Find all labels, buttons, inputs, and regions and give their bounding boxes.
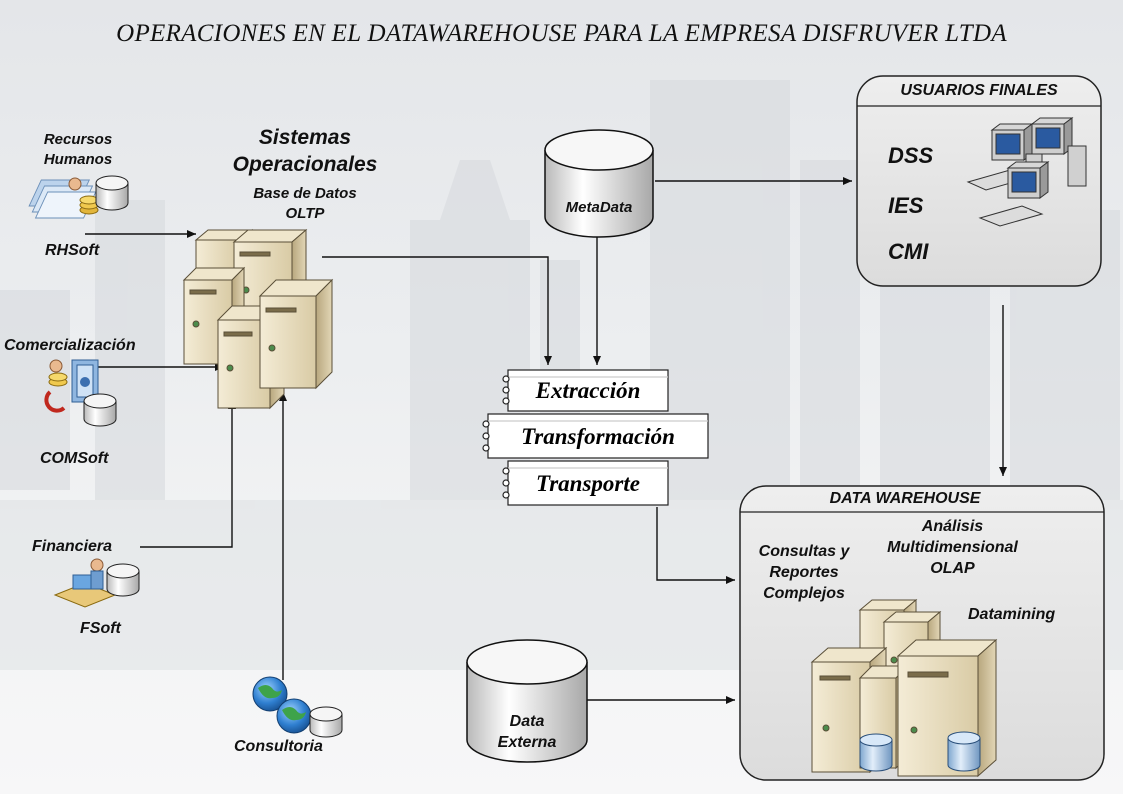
oltp-server-cluster <box>182 228 334 410</box>
sistemas-subtitle-line1: Base de Datos <box>253 185 357 202</box>
dw-consultas-line1: Consultas y <box>758 543 850 560</box>
sistemas-title-line1: Sistemas <box>258 126 352 149</box>
sistemas-subtitle: Base de Datos OLTP <box>220 184 390 224</box>
consultoria-icon <box>252 676 343 738</box>
fin-database-icon <box>106 563 140 597</box>
data-externa-label: Data Externa <box>477 711 577 753</box>
arrow-financiera-to-oltp <box>140 400 236 548</box>
dw-analisis-line1: Análisis <box>921 518 984 535</box>
rh-database-icon <box>95 175 129 211</box>
dw-consultas: Consultas y Reportes Complejos <box>744 541 864 604</box>
dw-analisis-line3: OLAP <box>930 560 975 577</box>
etl-extraccion-label: Extracción <box>535 378 641 403</box>
dw-blue-database-icon <box>859 731 981 772</box>
rh-soft-label: RHSoft <box>45 242 100 259</box>
dw-consultas-line3: Complejos <box>763 585 845 602</box>
rh-label-line1: Recursos <box>43 131 113 148</box>
dw-title: DATA WAREHOUSE <box>829 490 981 507</box>
connectors <box>85 177 1007 704</box>
dw-analisis: Análisis Multidimensional OLAP <box>870 516 1035 579</box>
data-externa-line2: Externa <box>497 734 557 751</box>
metadata-label: MetaData <box>565 199 633 216</box>
page-title: OPERACIONES EN EL DATAWAREHOUSE PARA LA … <box>116 20 1007 47</box>
com-database-icon <box>83 393 117 427</box>
fin-soft-label: FSoft <box>80 620 121 637</box>
rh-icon <box>28 175 129 219</box>
data-externa-cylinder <box>466 639 588 763</box>
sistemas-subtitle-line2: OLTP <box>285 205 325 222</box>
background-skyline <box>0 80 1123 670</box>
data-warehouse-box <box>739 485 1105 781</box>
etl-extraccion-card <box>502 369 669 412</box>
sistemas-title-line2: Operacionales <box>232 153 378 176</box>
rh-label: Recursos Humanos <box>28 130 128 170</box>
fin-label: Financiera <box>32 538 113 555</box>
data-externa-line1: Data <box>509 713 545 730</box>
usuarios-finales-box <box>856 75 1102 287</box>
etl-transformacion-card <box>482 413 709 459</box>
arrow-etl-to-dw <box>656 507 735 584</box>
com-soft-label: COMSoft <box>40 450 109 467</box>
dw-analisis-line2: Multidimensional <box>887 539 1018 556</box>
usuarios-item-cmi: CMI <box>888 239 929 264</box>
dw-consultas-line2: Reportes <box>769 564 839 581</box>
etl-transporte-card <box>502 460 669 506</box>
sistemas-title: Sistemas Operacionales <box>210 124 400 178</box>
com-label: Comercialización <box>4 337 136 354</box>
consultoria-database-icon <box>309 706 343 738</box>
rh-label-line2: Humanos <box>43 151 113 168</box>
usuarios-item-dss: DSS <box>888 143 934 168</box>
usuarios-finales-title: USUARIOS FINALES <box>900 82 1058 99</box>
arrow-oltp-to-etl <box>322 256 552 365</box>
workstation-icon <box>966 117 1087 227</box>
etl-transformacion-label: Transformación <box>521 424 675 449</box>
com-icon <box>44 359 117 427</box>
etl-stack <box>482 369 709 506</box>
metadata-cylinder <box>544 129 654 238</box>
consultoria-label: Consultoria <box>234 738 323 755</box>
dw-datamining: Datamining <box>968 606 1056 623</box>
fin-icon <box>53 558 140 608</box>
etl-transporte-label: Transporte <box>536 471 640 496</box>
usuarios-item-ies: IES <box>888 193 924 218</box>
